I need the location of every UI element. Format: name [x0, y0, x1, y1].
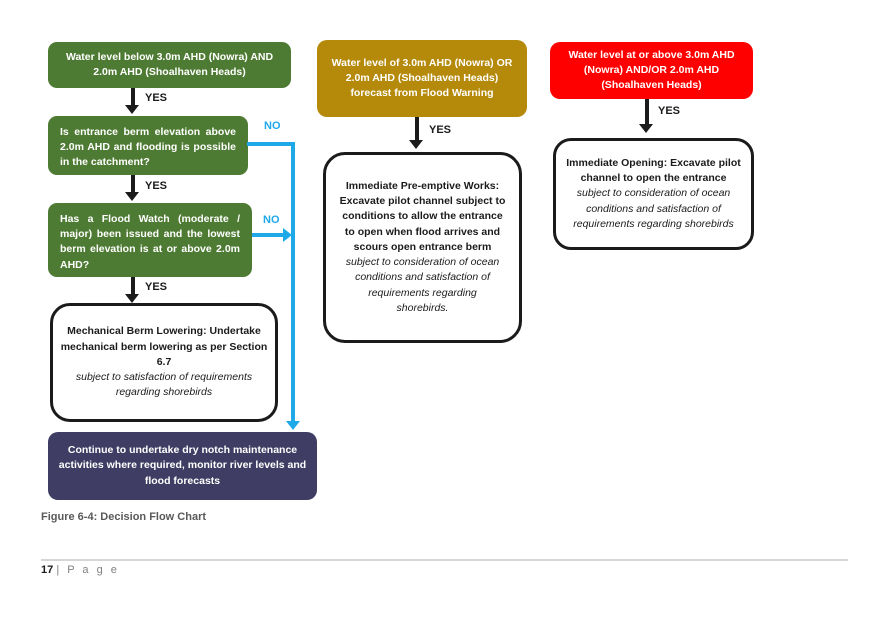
yes-label-middle: YES: [429, 124, 452, 136]
page-number: 17: [41, 564, 54, 576]
flow-box-continue-dry-notch: Continue to undertake dry notch maintena…: [48, 432, 317, 500]
mechanical-berm-lowering-text: Mechanical Berm Lowering: Undertake mech…: [60, 325, 268, 368]
footer-divider: [41, 559, 848, 561]
flow-box-immediate-preemptive-works: Immediate Pre-emptive Works: Excavate pi…: [323, 152, 522, 343]
arrow-line-right: [645, 99, 649, 124]
arrow-head-left-2: [125, 192, 139, 201]
flow-box-water-level-above: Water level at or above 3.0m AHD (Nowra)…: [550, 42, 753, 99]
immediate-preemptive-works-text: Immediate Pre-emptive Works: Excavate pi…: [339, 180, 506, 253]
arrow-head-right: [639, 124, 653, 133]
flow-box-water-level-below: Water level below 3.0m AHD (Nowra) AND 2…: [48, 42, 291, 88]
no-path-vertical: [291, 142, 295, 421]
immediate-opening-note: subject to consideration of ocean condit…: [573, 187, 734, 230]
no-path-arrow-head-down: [286, 421, 300, 430]
yes-label-right: YES: [658, 105, 681, 117]
immediate-preemptive-works-note: subject to consideration of ocean condit…: [345, 256, 500, 314]
page-footer: 17 | P a g e: [41, 564, 119, 576]
flow-box-berm-elevation-question: Is entrance berm elevation above 2.0m AH…: [48, 116, 248, 175]
arrow-head-left-3: [125, 294, 139, 303]
arrow-line-left-3: [131, 277, 135, 294]
no-label-2: NO: [263, 214, 280, 226]
immediate-opening-text: Immediate Opening: Excavate pilot channe…: [566, 156, 741, 185]
arrow-line-middle: [415, 117, 419, 140]
arrow-head-left-1: [125, 105, 139, 114]
arrow-line-left-2: [131, 175, 135, 192]
no-path-horizontal-1: [247, 142, 295, 146]
flow-box-flood-warning-forecast: Water level of 3.0m AHD (Nowra) OR 2.0m …: [317, 40, 527, 117]
yes-label-left-1: YES: [145, 92, 168, 104]
arrow-line-left-1: [131, 88, 135, 105]
flow-box-mechanical-berm-lowering: Mechanical Berm Lowering: Undertake mech…: [50, 303, 278, 422]
flow-box-immediate-opening: Immediate Opening: Excavate pilot channe…: [553, 138, 754, 250]
flow-box-flood-watch-question: Has a Flood Watch (moderate / major) bee…: [48, 203, 252, 277]
mechanical-berm-lowering-note: subject to satisfaction of requirements …: [75, 371, 253, 399]
yes-label-left-3: YES: [145, 281, 168, 293]
no-path-horizontal-2: [252, 233, 283, 237]
figure-caption: Figure 6-4: Decision Flow Chart: [41, 511, 207, 523]
arrow-head-middle: [409, 140, 423, 149]
yes-label-left-2: YES: [145, 180, 168, 192]
no-path-arrow-head-right: [283, 228, 292, 242]
no-label-1: NO: [264, 120, 281, 132]
page-word: | P a g e: [56, 564, 120, 576]
